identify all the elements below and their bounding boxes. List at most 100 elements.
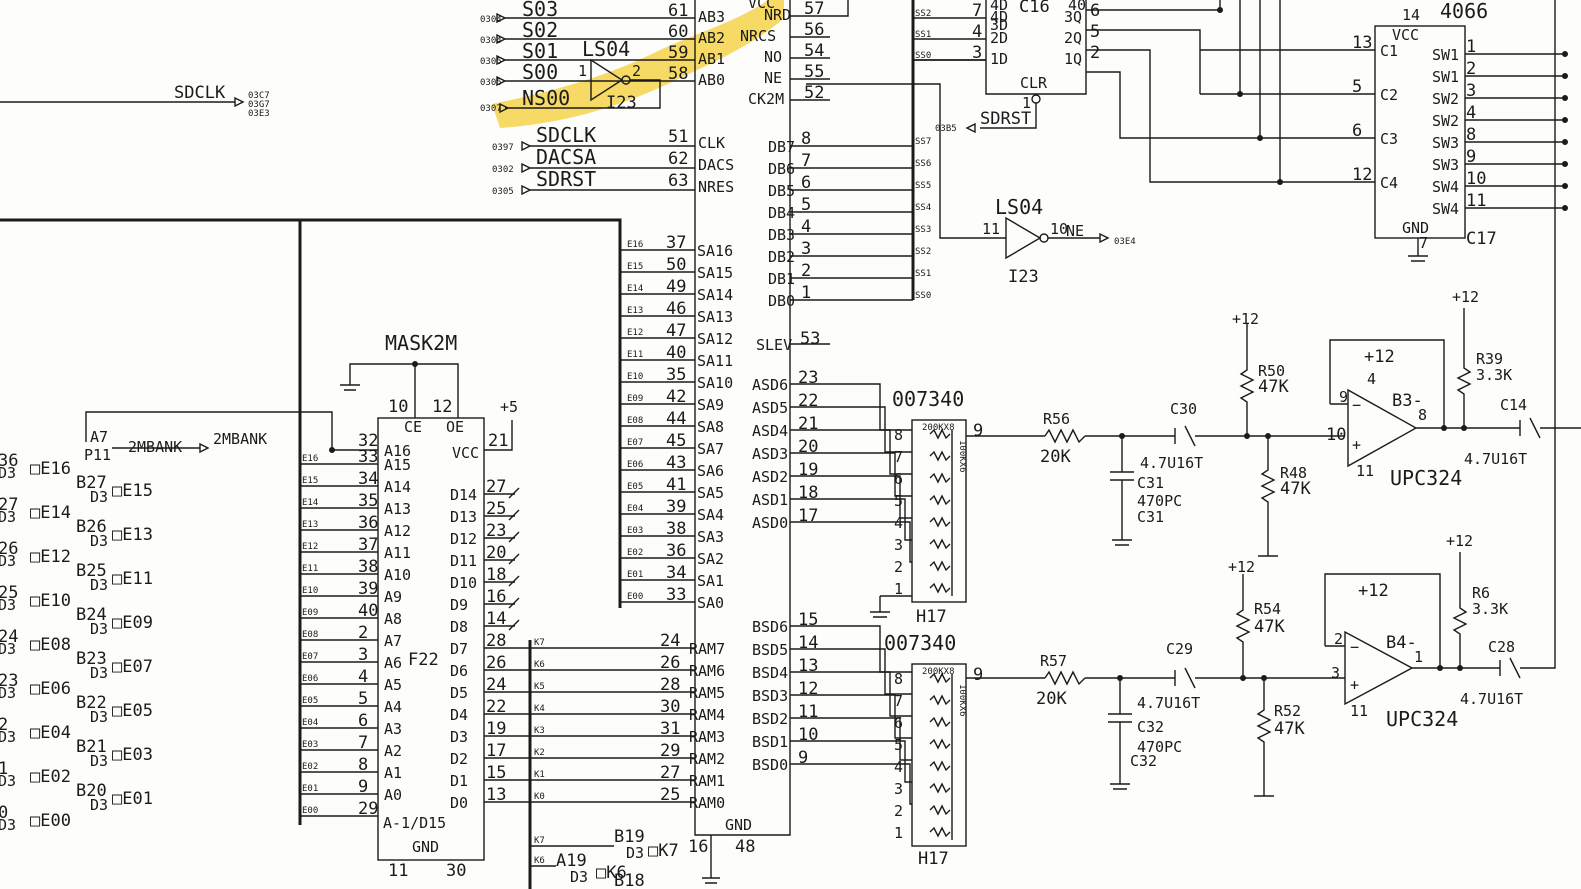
r39-supply: +12 [1452, 288, 1479, 306]
mask-addr-e: E02 [302, 762, 318, 772]
left-sdclk-label: SDCLK [174, 83, 226, 103]
left-col-num: 26 [0, 539, 18, 559]
sa-pin: 41 [666, 475, 686, 495]
mask-vcc: VCC [452, 444, 479, 462]
mask-addr-pin: 39 [358, 579, 378, 599]
r56-ref: R56 [1043, 410, 1070, 428]
ram-name: RAM5 [689, 684, 725, 702]
left-col-num: 24 [0, 627, 18, 647]
b-col-b: B20 [76, 781, 107, 801]
junction [1562, 205, 1568, 211]
ram-pin: 30 [660, 697, 680, 717]
bsd-pin: 11 [798, 702, 818, 722]
sa-pin: 43 [666, 453, 686, 473]
left-sdclk-ref-1: 03C7 [248, 91, 270, 101]
amp-b3-pin-o: 8 [1418, 406, 1427, 424]
mid-ref: 0397 [492, 143, 514, 153]
bsd-name: BSD4 [752, 664, 788, 682]
b-col-e: □E11 [112, 569, 153, 589]
c17-sw-pin: 11 [1466, 191, 1486, 211]
amp-b4-pin-p: 3 [1331, 664, 1340, 682]
inv2-out-pin: 10 [1050, 220, 1068, 238]
amp-b3-part: UPC324 [1390, 466, 1462, 490]
mask-addr-name: A14 [384, 478, 411, 496]
mask-data-pin: 23 [486, 521, 506, 541]
mid-port-name: NRES [698, 178, 734, 196]
c16-q-pin: 5 [1090, 22, 1100, 42]
rnet-top-part: 007340 [892, 387, 964, 411]
left-col-num: 2 [0, 715, 8, 735]
c17-gnd: GND [1402, 219, 1429, 237]
sa-name: SA3 [697, 528, 724, 546]
k7-label: K7 [534, 836, 545, 846]
rnet-resistor [929, 582, 951, 594]
r48-val: 47K [1280, 479, 1311, 499]
c16-q-pin: 6 [1090, 1, 1100, 21]
signal-port [496, 54, 507, 66]
b-col-e: □E03 [112, 745, 153, 765]
inverter-i23-top: LS04 I23 1 2 [578, 37, 641, 113]
db-port-name: DB2 [768, 248, 795, 266]
rnet-pin: 1 [894, 824, 903, 842]
mask-gnd: GND [412, 838, 439, 856]
rnet-bottom: 007340 H17 200KX8 100KX6 9 [884, 631, 983, 869]
mask-addr-e: E14 [302, 498, 318, 508]
r6-ref: R6 [1472, 584, 1490, 602]
c16-ss: SS2 [915, 9, 931, 19]
ss-label: SS0 [915, 291, 931, 301]
rnet-resistor [929, 538, 951, 550]
c16-chip: C16 CLR 1 4D 40 [985, 0, 1087, 112]
ram-pin: 25 [660, 785, 680, 805]
sa-pin: 47 [666, 321, 686, 341]
mask-data-pin: 15 [486, 763, 506, 783]
sa-name: SA7 [697, 440, 724, 458]
mid-port [521, 162, 532, 174]
b-col-b: B21 [76, 737, 107, 757]
ram-pin: 27 [660, 763, 680, 783]
ram-name: RAM7 [689, 640, 725, 658]
left-col-num: 1 [0, 759, 8, 779]
sa-pin: 34 [666, 563, 686, 583]
r52-ref: R52 [1274, 702, 1301, 720]
db-port-pin: 8 [801, 129, 811, 149]
r50-supply: +12 [1232, 310, 1259, 328]
db-port-pin: 6 [801, 173, 811, 193]
db-port-pin: 7 [801, 151, 811, 171]
sa-e: E08 [627, 416, 643, 426]
amp-b4-supply: +12 [1358, 581, 1389, 601]
mask-data-pin: 24 [486, 675, 506, 695]
mask-data-pin: 20 [486, 543, 506, 563]
rnet-pin: 2 [894, 558, 903, 576]
sa-pin: 49 [666, 277, 686, 297]
mask-addr-e: E07 [302, 652, 318, 662]
inv2-in-pin: 11 [982, 220, 1000, 238]
c17-ctrl-pin: 13 [1352, 33, 1372, 53]
mask-addr-pin: 40 [358, 601, 378, 621]
ram-k: K0 [534, 792, 545, 802]
mask-data-name: D12 [450, 530, 477, 548]
rnet-resistor [929, 760, 951, 772]
mask-addr-name: A7 [384, 632, 402, 650]
ram-pin: 28 [660, 675, 680, 695]
amp-b3-plus: + [1352, 436, 1361, 454]
sa-name: SA6 [697, 462, 724, 480]
mask-addr-e: E04 [302, 718, 318, 728]
inverter-i23-right: LS04 I23 11 10 NE 03E4 [982, 195, 1136, 287]
left-col-d: D3 [0, 596, 16, 614]
sa-e: E00 [627, 592, 643, 602]
b-col-e: □E15 [112, 481, 153, 501]
ss-label: SS1 [915, 269, 931, 279]
sa-name: SA10 [697, 374, 733, 392]
c17-sw-pin: 2 [1466, 59, 1476, 79]
mask-addr-pin: 33 [358, 447, 378, 467]
left-col-e: □E14 [30, 503, 71, 523]
db-port-pin: 4 [801, 217, 811, 237]
bsd-wire [790, 694, 912, 739]
mask-data-nc [508, 531, 520, 543]
mask-addr-e: E16 [302, 454, 318, 464]
ss-label: SS5 [915, 181, 931, 191]
rnet-resistor [929, 672, 951, 684]
signal-name: S00 [522, 60, 558, 84]
r50-val: 47K [1258, 377, 1289, 397]
ram-k: K6 [534, 660, 545, 670]
